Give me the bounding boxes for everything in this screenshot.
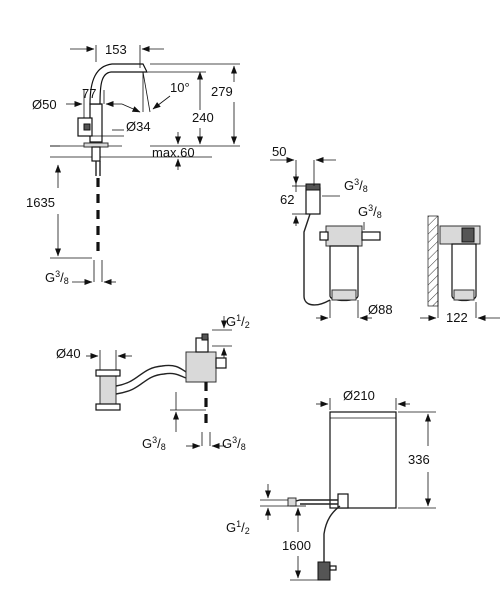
valve-drawing: Ø40 G1/2 G3/8 G3/8 [56,313,250,452]
filter-inlet-fitting [319,231,329,241]
faucet-spout-label: 77 [82,86,96,101]
valve-top-connection-label: G1/2 [226,313,250,330]
filter-dia-label: Ø88 [368,302,393,317]
faucet-spread-label: 153 [105,42,127,57]
valve-bottom-nut [95,403,121,411]
filter-head [325,225,363,247]
valve-dia-label: Ø40 [56,346,81,361]
valve-hose-upper [115,364,187,387]
valve-manifold-cap [201,333,209,341]
boiler-supply-fitting [287,497,297,507]
filter-cartridge-base [331,289,357,301]
boiler-cable [323,505,341,562]
faucet-shank [91,146,101,162]
boiler-drawing: Ø210 336 G1/2 1600 [226,388,436,581]
valve-manifold-side [215,357,227,369]
filter-inlet-label: G3/8 [344,177,368,194]
boiler-dia-label: Ø210 [343,388,375,403]
valve-top-nut [95,369,121,377]
boiler-cable-length-label: 1600 [282,538,311,553]
filter-wall-bracket [305,187,321,215]
filter-side-fitting [461,227,475,243]
faucet-total-height-label: 279 [211,84,233,99]
wall-hatch [427,215,439,307]
valve-right-connection-label: G3/8 [222,435,246,452]
filter-offset-label: 50 [272,144,286,159]
filter-outlet-fitting [361,231,381,241]
filter-hose [303,213,331,306]
faucet-spout [89,63,148,105]
valve-manifold [185,351,217,383]
filter-outlet-label: G3/8 [358,203,382,220]
filter-drawing: 50 62 G3/8 G3/8 Ø88 122 [270,144,500,325]
faucet-hoses [95,161,101,176]
boiler-connector [337,493,349,509]
boiler-plug-pin [329,565,337,571]
faucet-drawing: 153 77 Ø50 10° 279 240 Ø34 max.60 [26,42,240,286]
faucet-hole-dia-label: Ø34 [126,119,151,134]
faucet-deck-max-label: max.60 [152,145,195,160]
filter-head-height-label: 62 [280,192,294,207]
valve-hose-lower [115,372,187,395]
boiler-tank [329,411,397,509]
filter-bracket-cap [305,183,321,191]
filter-depth-label: 122 [446,310,468,325]
faucet-hose-length-label: 1635 [26,195,55,210]
faucet-handle-knob [83,123,91,131]
faucet-base-dia-label: Ø50 [32,97,57,112]
boiler-plug [317,561,331,581]
boiler-connection-label: G1/2 [226,519,250,536]
faucet-spout-height-label: 240 [192,110,214,125]
filter-side-base [453,289,475,301]
boiler-height-label: 336 [408,452,430,467]
faucet-connection-label: G3/8 [45,269,69,286]
valve-body [99,375,117,405]
faucet-angle-label: 10° [170,80,190,95]
valve-left-connection-label: G3/8 [142,435,166,452]
deck-flange [83,142,109,148]
